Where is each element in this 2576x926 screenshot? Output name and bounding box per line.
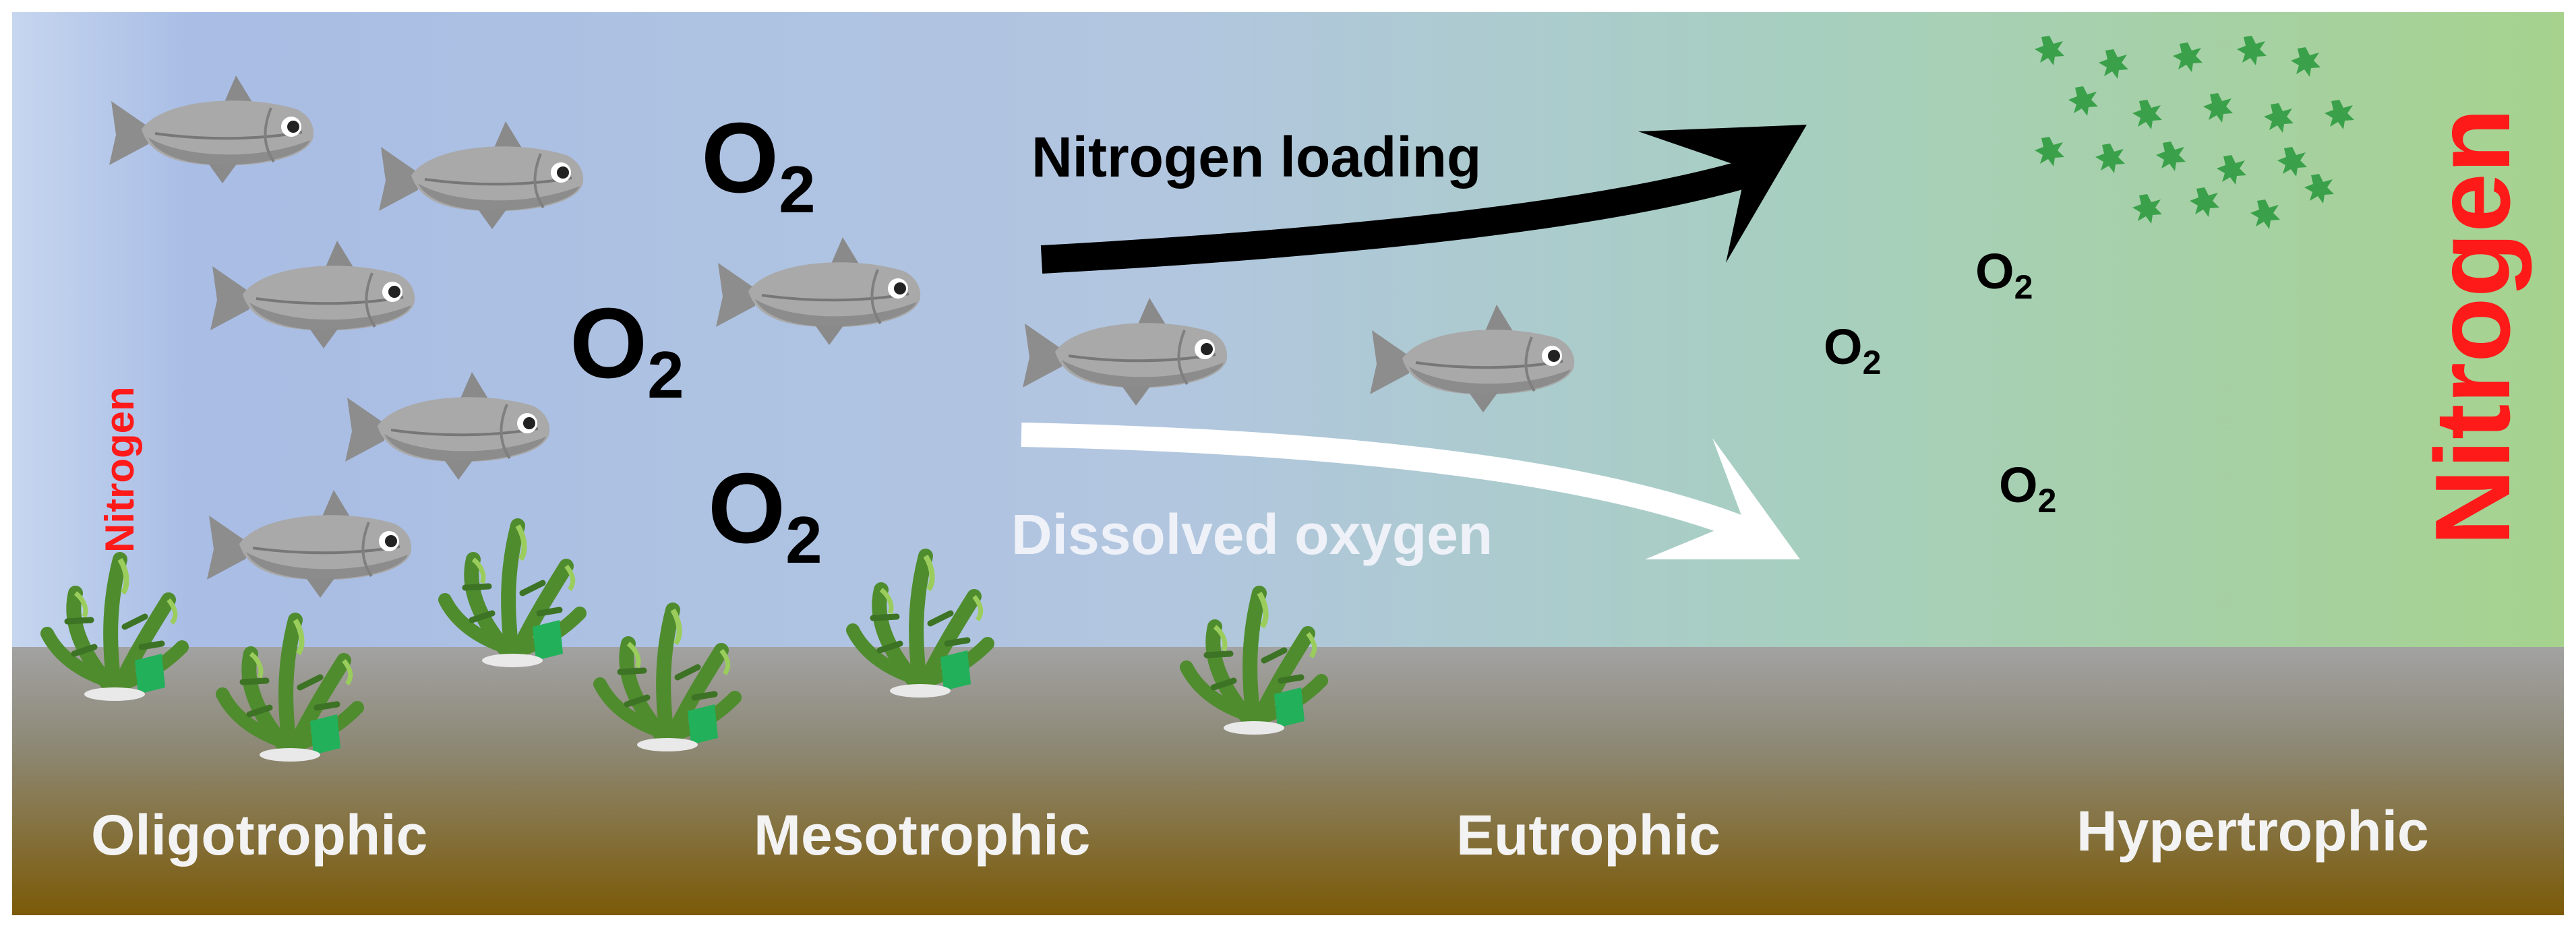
nitrogen-label-large: Nitrogen [2414, 108, 2532, 546]
arrow-right-icon [1645, 438, 1800, 559]
trophic-label-mesotrophic: Mesotrophic [754, 803, 1090, 867]
oxygen-formula: O2 [1999, 457, 2056, 520]
trophic-label-hypertrophic: Hypertrophic [2076, 799, 2429, 863]
sediment-layer [12, 647, 2564, 915]
arrow-right-icon [1638, 125, 1807, 263]
dissolved-oxygen-arrow [1021, 423, 1800, 559]
trophic-label-oligotrophic: Oligotrophic [91, 803, 427, 867]
nitrogen-label-small: Nitrogen [97, 386, 142, 553]
water-column [12, 12, 2564, 649]
oxygen-formula: O2 [1975, 243, 2033, 306]
oxygen-formula: O2 [701, 102, 816, 226]
nitrogen-loading-arrow [1040, 125, 1807, 274]
oxygen-formula: O2 [1824, 319, 1881, 381]
trophic-label-eutrophic: Eutrophic [1456, 803, 1720, 867]
oxygen-formula: O2 [708, 453, 822, 577]
dissolved-oxygen-label: Dissolved oxygen [1011, 503, 1493, 566]
oxygen-formula: O2 [570, 288, 684, 412]
nitrogen-loading-label: Nitrogen loading [1031, 125, 1481, 189]
